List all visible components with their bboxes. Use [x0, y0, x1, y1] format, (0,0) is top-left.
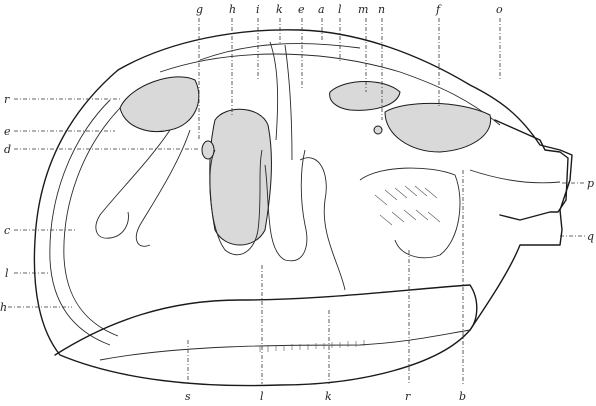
shell-outline [34, 30, 572, 386]
label-top-m: m [358, 3, 368, 16]
label-left-c: c [4, 224, 10, 237]
label-left-d: d [4, 143, 11, 156]
label-top-a: a [318, 3, 325, 16]
label-right-p: p [587, 177, 594, 190]
label-left-h: h [0, 301, 7, 314]
central-stalk [285, 45, 292, 160]
label-top-f: f [435, 3, 442, 16]
mantle-margin-inner [64, 108, 120, 336]
right-gland [385, 103, 491, 152]
label-left-e: e [4, 125, 11, 138]
left-gland [120, 77, 199, 132]
small-ganglion [374, 126, 382, 134]
adductor-muscle [360, 168, 460, 258]
siphon-inner [470, 170, 560, 183]
upper-right-gland [330, 82, 400, 111]
label-bottom-r: r [405, 390, 411, 403]
label-top-g: g [196, 3, 203, 16]
label-bottom-s: s [185, 390, 191, 403]
label-bottom-k: k [325, 390, 332, 403]
central-stalk-2 [270, 42, 278, 140]
label-top-l: l [338, 3, 342, 16]
label-top-n: n [378, 3, 385, 16]
label-left-r: r [4, 93, 10, 106]
muscle-striations [375, 186, 440, 225]
ganglion [202, 141, 214, 159]
label-top-h: h [229, 3, 236, 16]
digestive-gland [210, 109, 272, 245]
label-top-k: k [276, 3, 283, 16]
palp-curve-2 [136, 130, 190, 246]
foot [55, 285, 477, 355]
label-top-i: i [256, 3, 260, 16]
label-left-l: l [5, 267, 9, 280]
siphon [495, 120, 568, 220]
label-bottom-b: b [459, 390, 466, 403]
label-top-o: o [496, 3, 503, 16]
label-top-e: e [298, 3, 305, 16]
label-bottom-l: l [260, 390, 264, 403]
intestine-loop-3 [300, 158, 345, 290]
foot-edge [100, 330, 470, 360]
label-right-q: q [587, 230, 594, 243]
palp-curve-1 [96, 130, 170, 238]
